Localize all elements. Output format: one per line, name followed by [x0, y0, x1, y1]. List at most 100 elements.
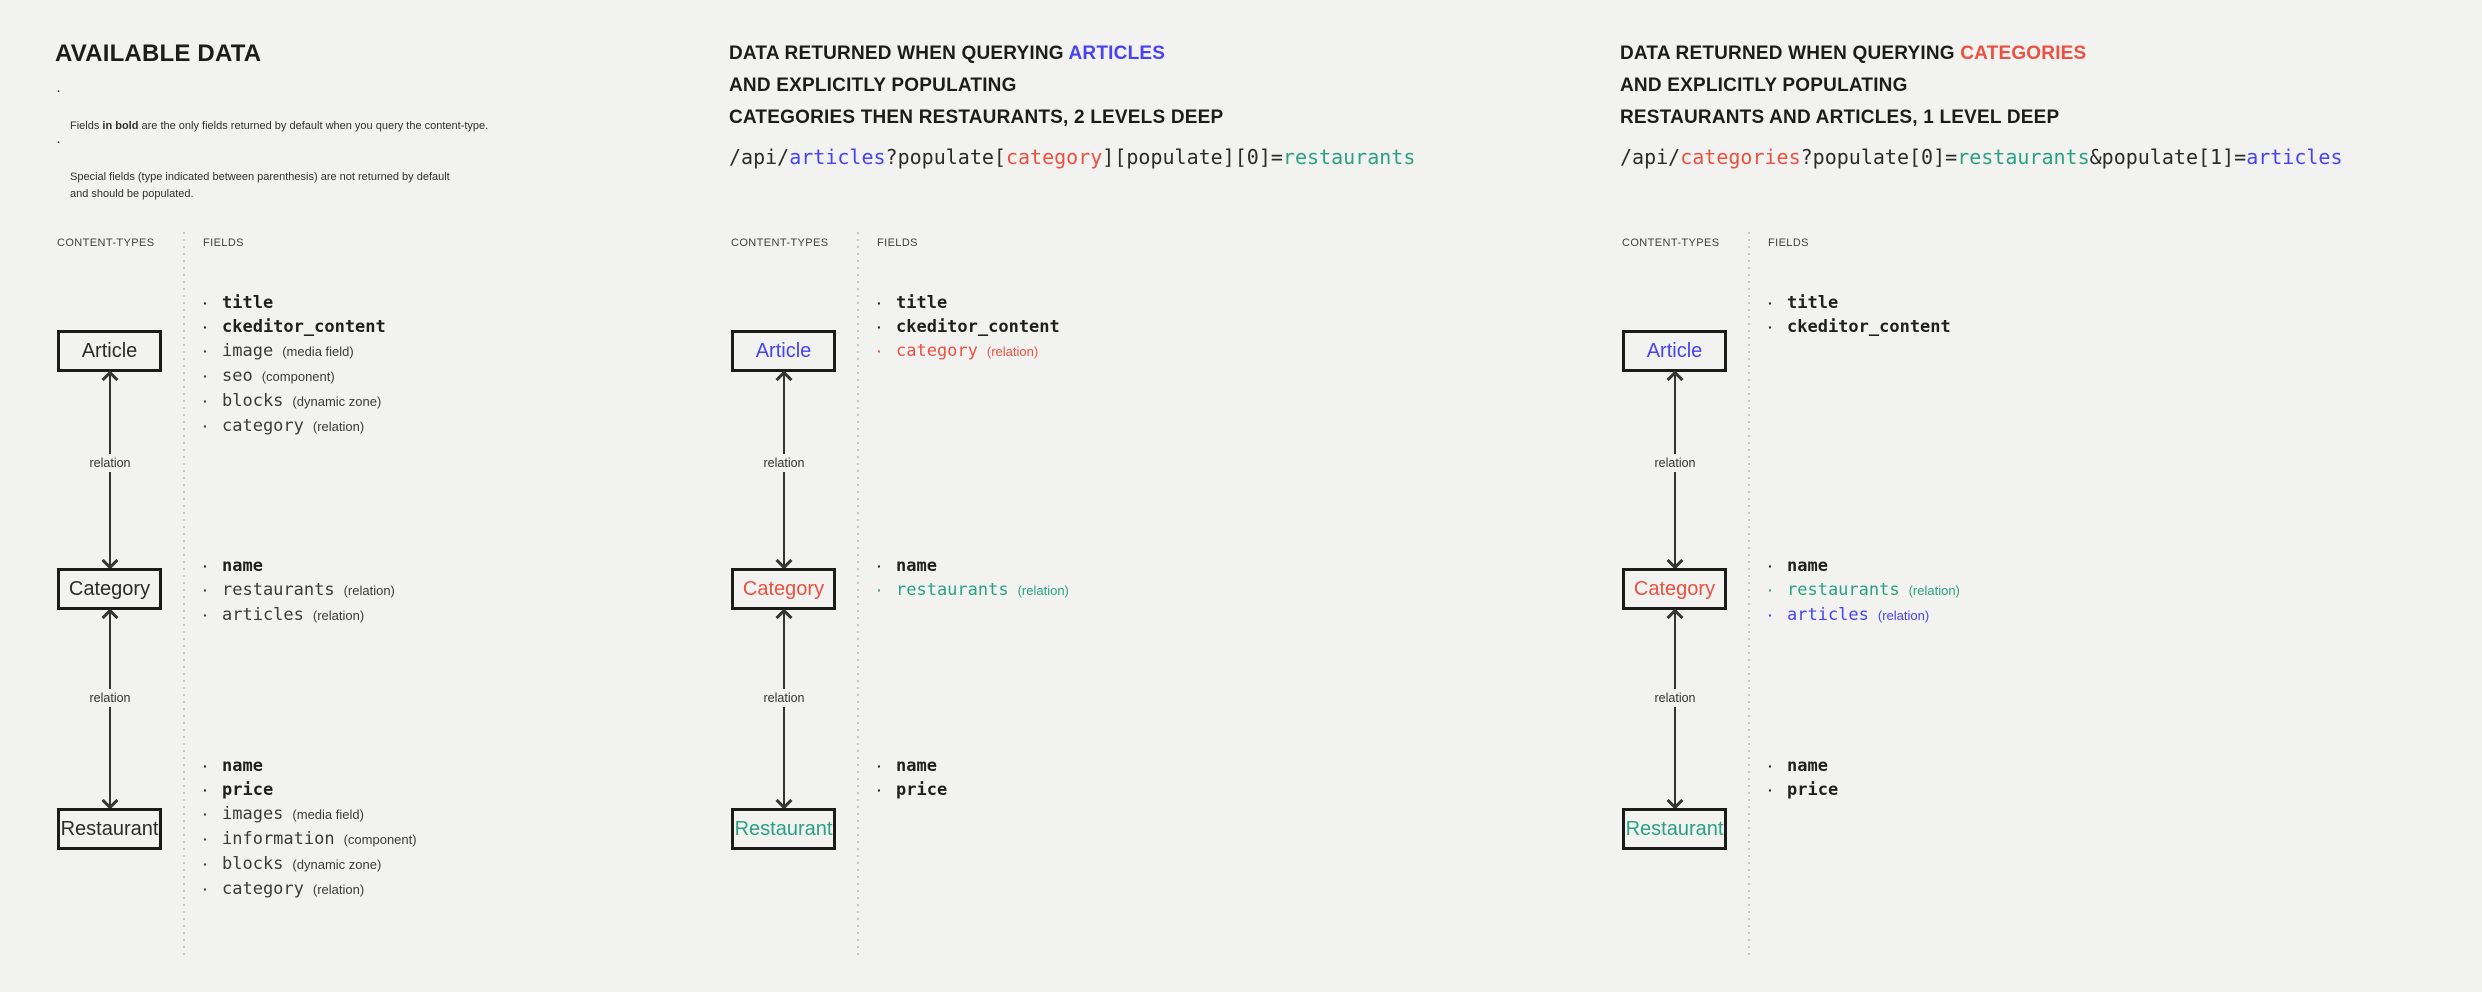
bullet-icon: · — [1768, 558, 1773, 574]
field-row: · image (media field) — [203, 339, 715, 364]
field-type: (media field) — [292, 807, 364, 822]
notes-list: · Fields in bold are the only fields ret… — [57, 84, 488, 203]
field-name: articles — [1787, 605, 1869, 625]
page-title: DATA RETURNED WHEN QUERYING ARTICLES AND… — [729, 38, 1223, 134]
note-item: · Special fields (type indicated between… — [57, 135, 488, 203]
field-row: · title — [203, 291, 715, 315]
note-part: are the only fields returned by default … — [138, 120, 489, 132]
node-label: Article — [81, 339, 138, 362]
field-row: · blocks (dynamic zone) — [203, 852, 715, 877]
node-article: Article — [57, 330, 162, 372]
api-segment: restaurants — [1282, 145, 1416, 169]
field-list-article: · title · ckeditor_content · category (r… — [877, 291, 1609, 364]
bullet-icon: · — [203, 418, 208, 434]
field-list-restaurant: · name · price — [877, 754, 1609, 802]
node-label: Restaurant — [60, 817, 159, 840]
bullet-icon: · — [1768, 295, 1773, 311]
field-name: seo — [222, 366, 253, 386]
node-label: Article — [755, 339, 812, 362]
bullet-icon: · — [203, 758, 208, 774]
field-name: ckeditor_content — [222, 317, 386, 337]
heading-part: AND EXPLICITLY POPULATING — [1620, 75, 1908, 96]
field-type: (component) — [343, 832, 417, 847]
bullet-icon: · — [877, 319, 882, 335]
field-type: (relation) — [312, 882, 365, 897]
node-label: Article — [1646, 339, 1703, 362]
fields-label: FIELDS — [877, 237, 918, 249]
field-row: · name — [203, 754, 715, 778]
fields-label: FIELDS — [203, 237, 244, 249]
field-row: · blocks (dynamic zone) — [203, 389, 715, 414]
relation-line — [1674, 613, 1676, 805]
panel-query-articles: DATA RETURNED WHEN QUERYING ARTICLES AND… — [729, 0, 1609, 992]
field-row: · category (relation) — [203, 877, 715, 902]
bullet-icon: · — [1768, 782, 1773, 798]
arrowhead-down-icon — [775, 552, 793, 570]
content-types-label: CONTENT-TYPES — [731, 237, 829, 249]
bullet-icon: · — [877, 758, 882, 774]
field-row: · ckeditor_content — [877, 315, 1609, 339]
field-name: name — [896, 556, 937, 576]
field-name: information — [222, 829, 335, 849]
note-text: Fields in bold are the only fields retur… — [70, 84, 488, 135]
node-article: Article — [1622, 330, 1727, 372]
field-row: · images (media field) — [203, 802, 715, 827]
field-row: · seo (component) — [203, 364, 715, 389]
node-article: Article — [731, 330, 836, 372]
bullet-icon: · — [203, 831, 208, 847]
arrowhead-down-icon — [101, 792, 119, 810]
field-row: · price — [1768, 778, 2480, 802]
relation-arrow: relation — [759, 370, 809, 570]
field-name: ckeditor_content — [1787, 317, 1951, 337]
node-label: Restaurant — [1625, 817, 1724, 840]
field-name: price — [896, 780, 948, 800]
field-name: category — [896, 341, 978, 361]
api-segment: articles — [2246, 145, 2343, 169]
bullet-icon: · — [877, 582, 882, 598]
field-name: images — [222, 804, 284, 824]
heading-part: AVAILABLE DATA — [55, 40, 262, 67]
field-name: name — [1787, 556, 1828, 576]
heading-part: DATA RETURNED WHEN QUERYING — [1620, 43, 1961, 64]
api-segment: restaurants — [1957, 145, 2090, 169]
panel-available-data: AVAILABLE DATA · Fields in bold are the … — [55, 0, 715, 992]
page-title: DATA RETURNED WHEN QUERYING CATEGORIES A… — [1620, 38, 2086, 134]
field-row: · name — [877, 754, 1609, 778]
api-segment: ][populate][0]= — [1102, 145, 1283, 169]
heading-part: ARTICLES — [1068, 43, 1166, 64]
diagram: CONTENT-TYPES FIELDS Article relation Ca… — [1620, 225, 2480, 992]
note-item: · Fields in bold are the only fields ret… — [57, 84, 488, 135]
dotted-divider — [1748, 232, 1750, 955]
field-row: · name — [203, 554, 715, 578]
field-name: price — [1787, 780, 1839, 800]
node-label: Category — [1633, 577, 1716, 600]
bullet-icon: · — [1768, 319, 1773, 335]
field-row: · title — [1768, 291, 2480, 315]
relation-line — [783, 613, 785, 805]
bullet-icon: · — [877, 295, 882, 311]
bullet-icon: · — [877, 558, 882, 574]
field-name: image — [222, 341, 274, 361]
diagram: CONTENT-TYPES FIELDS Article relation Ca… — [55, 225, 715, 992]
panel-query-categories: DATA RETURNED WHEN QUERYING CATEGORIES A… — [1620, 0, 2480, 992]
field-type: (media field) — [282, 344, 354, 359]
bullet-icon: · — [203, 881, 208, 897]
heading-line: AVAILABLE DATA — [55, 38, 261, 70]
field-name: price — [222, 780, 274, 800]
relation-arrow: relation — [1650, 370, 1700, 570]
field-name: title — [1787, 293, 1839, 313]
bullet-icon: · — [877, 782, 882, 798]
bullet-icon: · — [1768, 582, 1773, 598]
field-type: (relation) — [312, 419, 365, 434]
field-type: (relation) — [1017, 583, 1069, 598]
api-segment: &populate[1]= — [2089, 145, 2247, 169]
bullet-icon: · — [57, 86, 61, 98]
field-name: restaurants — [896, 580, 1009, 600]
field-row: · category (relation) — [203, 414, 715, 439]
field-type: (relation) — [986, 344, 1039, 359]
field-row: · information (component) — [203, 827, 715, 852]
heading-line: CATEGORIES THEN RESTAURANTS, 2 LEVELS DE… — [729, 102, 1223, 134]
note-text: Special fields (type indicated between p… — [70, 135, 450, 203]
api-segment: /api/ — [1620, 145, 1681, 169]
api-segment: ?populate[ — [885, 145, 1006, 169]
